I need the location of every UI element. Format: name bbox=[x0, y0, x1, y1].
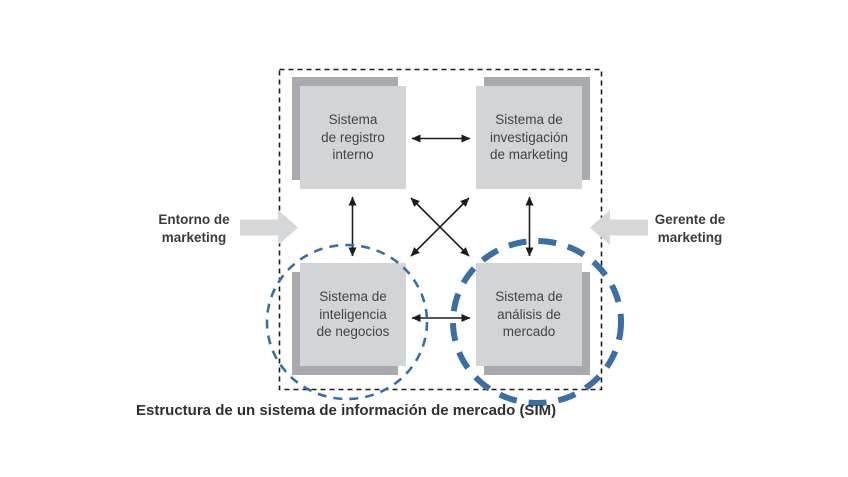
node-label: Sistema de análisis de mercado bbox=[476, 263, 582, 366]
node-label: Sistema de inteligencia de negocios bbox=[300, 263, 406, 366]
node-internal-records: Sistema de registro interno bbox=[292, 77, 406, 189]
manager-label: Gerente de marketing bbox=[654, 212, 726, 245]
figure-caption: Estructura de un sistema de información … bbox=[136, 402, 557, 419]
node-business-intelligence: Sistema de inteligencia de negocios bbox=[292, 263, 406, 375]
node-market-analysis: Sistema de análisis de mercado bbox=[476, 263, 590, 375]
node-label: Sistema de registro interno bbox=[300, 86, 406, 189]
environment-label: Entorno de marketing bbox=[158, 212, 230, 245]
connector-diagonal-tr-bl bbox=[410, 197, 470, 257]
connector-diagonal-tl-br bbox=[410, 197, 470, 257]
node-marketing-research: Sistema de investigación de marketing bbox=[476, 77, 590, 189]
node-label: Sistema de investigación de marketing bbox=[476, 86, 582, 189]
